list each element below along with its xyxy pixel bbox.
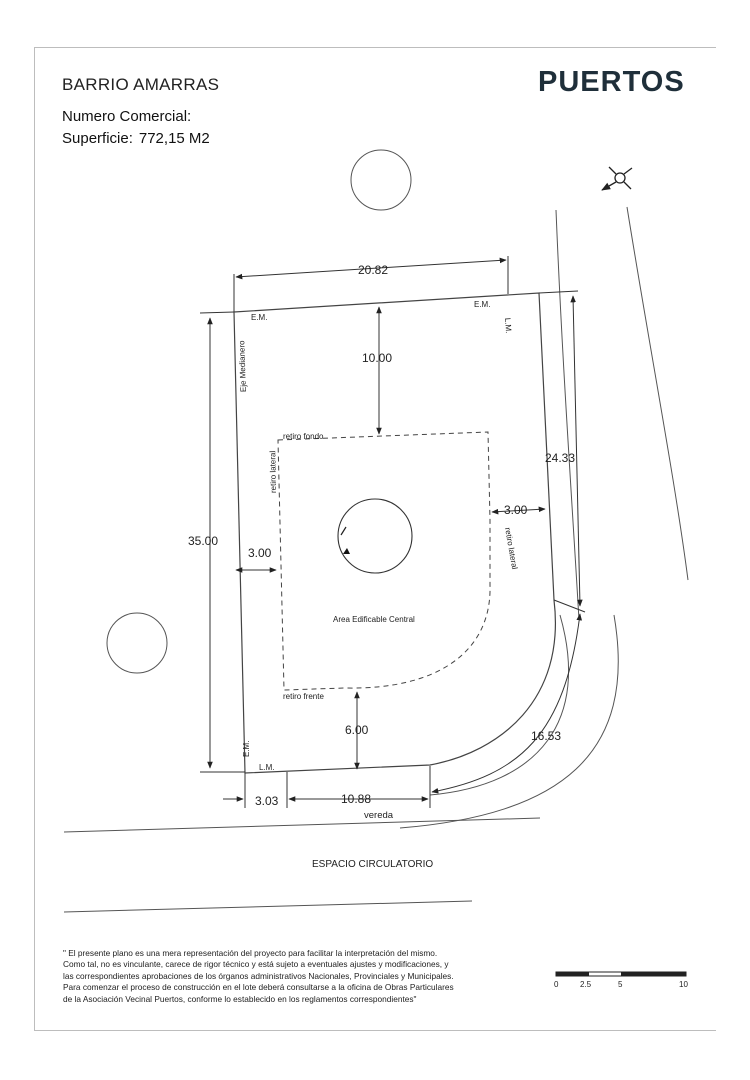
em-top-right: E.M. <box>474 300 490 309</box>
dim-top-width: 20.82 <box>358 263 388 277</box>
north-arrow-icon <box>601 166 633 191</box>
sidewalk-curve-outer <box>399 614 619 829</box>
dim-line-top <box>235 257 507 280</box>
disclaimer-line: " El presente plano es una mera represen… <box>63 948 438 958</box>
scale-tick-10: 10 <box>679 980 688 989</box>
disclaimer-line: de la Asociación Vecinal Puertos, confor… <box>63 993 417 1004</box>
superficie-line: Superficie: 772,15 M2 <box>62 130 210 147</box>
circle-mark <box>340 526 347 536</box>
road-edge-outer <box>626 206 689 581</box>
dim-front-left: 3.03 <box>255 794 279 808</box>
retiro-frente-label: retiro frente <box>283 692 324 701</box>
page-frame-top <box>34 47 716 48</box>
retiro-lateral-right-label: retiro lateral <box>503 527 519 570</box>
lm-right: L.M. <box>503 318 513 334</box>
dim-rear-setback: 10.00 <box>362 351 392 365</box>
dim-right-length: 24.33 <box>545 451 575 465</box>
disclaimer-line: Como tal, no es vinculante, carece de ri… <box>63 959 449 970</box>
retiro-lateral-left-label: retiro lateral <box>268 451 278 494</box>
scale-tick-5: 5 <box>618 980 623 989</box>
dim-left-setback: 3.00 <box>248 546 272 560</box>
em-bottom: E.M. <box>242 741 251 757</box>
retiro-fondo-label: retiro fondo <box>283 432 324 441</box>
dim-curve <box>431 613 583 794</box>
page-frame-left <box>34 47 35 1031</box>
area-edificable-label: Area Edificable Central <box>333 615 415 624</box>
superficie-value: 772,15 M2 <box>138 130 210 147</box>
dim-front-right: 10.88 <box>341 792 371 806</box>
scale-tick-0: 0 <box>554 980 559 989</box>
triangle-marker-icon <box>343 548 350 554</box>
em-top-left: E.M. <box>251 313 267 322</box>
street-line-top <box>63 817 541 833</box>
numero-comercial-label: Numero Comercial: <box>62 108 192 125</box>
page-frame-bottom <box>34 1030 716 1031</box>
espacio-circulatorio-label: ESPACIO CIRCULATORIO <box>312 859 433 870</box>
street-line-bottom <box>63 900 473 913</box>
dim-left-length: 35.00 <box>188 534 218 548</box>
brand-logo: PUERTOS <box>538 66 685 98</box>
eje-medianero: Eje Medianero <box>237 340 248 392</box>
neighborhood-title: BARRIO AMARRAS <box>62 75 220 94</box>
dim-line-right-setback <box>491 506 546 515</box>
scale-bar: 0 2.5 5 10 <box>554 971 688 989</box>
disclaimer-line: Para comenzar el proceso de construcción… <box>63 982 454 993</box>
superficie-label: Superficie: <box>62 130 133 147</box>
dim-right-setback: 3.00 <box>504 503 528 517</box>
tree-circle-top <box>350 149 412 211</box>
sidewalk-curve-inner <box>429 614 569 796</box>
dim-line-right <box>570 295 583 607</box>
disclaimer-line: las correspondientes aprobaciones de los… <box>63 970 454 981</box>
dim-front-setback: 6.00 <box>345 723 369 737</box>
vereda-label: vereda <box>364 810 394 821</box>
disclaimer-note: " El presente plano es una mera represen… <box>63 948 509 1005</box>
tree-circle-left <box>106 612 168 674</box>
dim-curve-length: 16.53 <box>531 729 561 743</box>
lm-bottom: L.M. <box>259 763 275 772</box>
buildable-area-outline <box>277 431 491 691</box>
central-circle <box>337 498 413 574</box>
scale-tick-2-5: 2.5 <box>580 980 592 989</box>
